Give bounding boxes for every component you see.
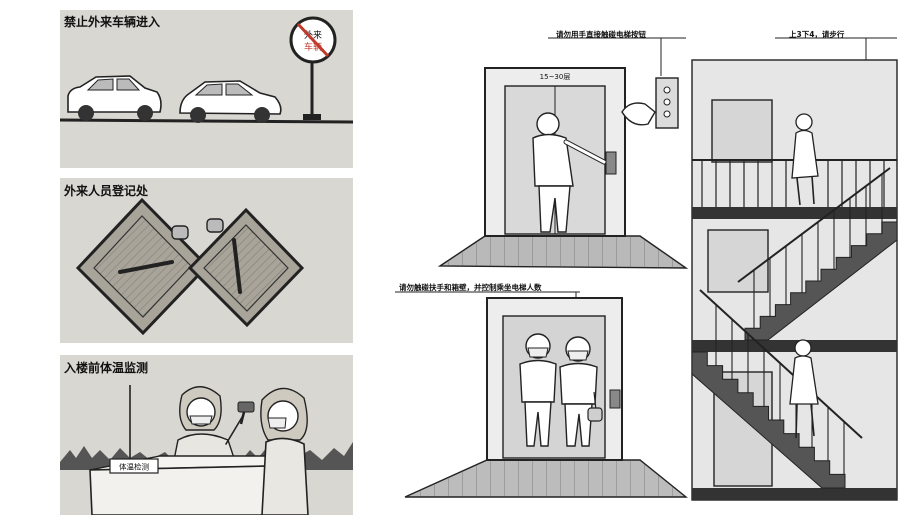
vehicles-scene: 外来 车辆 bbox=[59, 16, 354, 124]
panel-caption-temperature: 入楼前体温监测 bbox=[64, 361, 149, 375]
stairs-caption: 上3下4，请步行 bbox=[789, 30, 845, 39]
stair-railing-upper bbox=[737, 167, 891, 328]
floor-slab bbox=[692, 488, 897, 500]
road-line bbox=[59, 118, 354, 124]
panel-caption-registration: 外来人员登记处 bbox=[64, 184, 149, 198]
mask-icon bbox=[527, 347, 549, 358]
floor-range-sign: 15~30层 bbox=[540, 73, 571, 81]
panel-caption-vehicles: 禁止外来车辆进入 bbox=[64, 15, 161, 29]
desk-sign-text: 体温检测 bbox=[119, 462, 149, 472]
man-head bbox=[536, 112, 560, 136]
clipboard-left bbox=[75, 197, 210, 336]
man-legs bbox=[538, 185, 571, 233]
elevator-button-panel bbox=[609, 389, 621, 409]
desk-sign bbox=[109, 458, 159, 474]
desk: 体温检测 bbox=[89, 455, 278, 515]
registration-scene bbox=[75, 197, 305, 336]
elevator-button-scene: 15~30层 bbox=[437, 37, 689, 269]
pen-icon bbox=[118, 260, 174, 274]
stair-flight-upper bbox=[744, 221, 898, 341]
binder-clip-icon bbox=[171, 218, 224, 240]
man-shirt bbox=[532, 133, 574, 187]
stairwell-scene bbox=[691, 37, 898, 501]
bag-icon bbox=[587, 407, 603, 422]
man-figure bbox=[532, 112, 607, 233]
elevator-button-panel bbox=[605, 151, 617, 175]
passenger-figure bbox=[559, 336, 603, 447]
visitor-figure bbox=[260, 387, 309, 515]
woman-figure-upper bbox=[791, 113, 819, 206]
tissue-hand-icon bbox=[621, 77, 679, 129]
car-icon bbox=[179, 80, 282, 123]
sign-text-line1: 外来 bbox=[304, 29, 322, 41]
mask-icon bbox=[267, 417, 287, 429]
stair-flight-lower bbox=[691, 351, 846, 489]
mask-icon bbox=[189, 415, 213, 425]
sign-base bbox=[303, 114, 321, 120]
woman-figure-lower bbox=[789, 339, 819, 439]
passenger-figure bbox=[519, 333, 557, 447]
elevator-capacity-scene bbox=[395, 291, 688, 498]
mask-icon bbox=[567, 350, 589, 361]
thermometer-icon bbox=[237, 401, 255, 413]
door-middle bbox=[707, 229, 769, 293]
visitor-body bbox=[261, 437, 309, 515]
temperature-scene: 体温检测 bbox=[60, 385, 353, 515]
floor-slab bbox=[692, 340, 897, 352]
car-icon bbox=[67, 75, 162, 121]
sign-slash bbox=[296, 22, 330, 58]
pen-icon bbox=[232, 238, 242, 294]
elevator-button-caption: 请勿用手直接触碰电梯按钮 bbox=[556, 30, 646, 39]
floor-slab bbox=[692, 207, 897, 219]
elevator-capacity-caption: 请勿触碰扶手和箱壁，并控制乘坐电梯人数 bbox=[399, 283, 542, 292]
door-upper bbox=[711, 99, 773, 163]
no-entry-sign: 外来 车辆 bbox=[289, 16, 337, 120]
clipboard-right bbox=[187, 207, 305, 328]
